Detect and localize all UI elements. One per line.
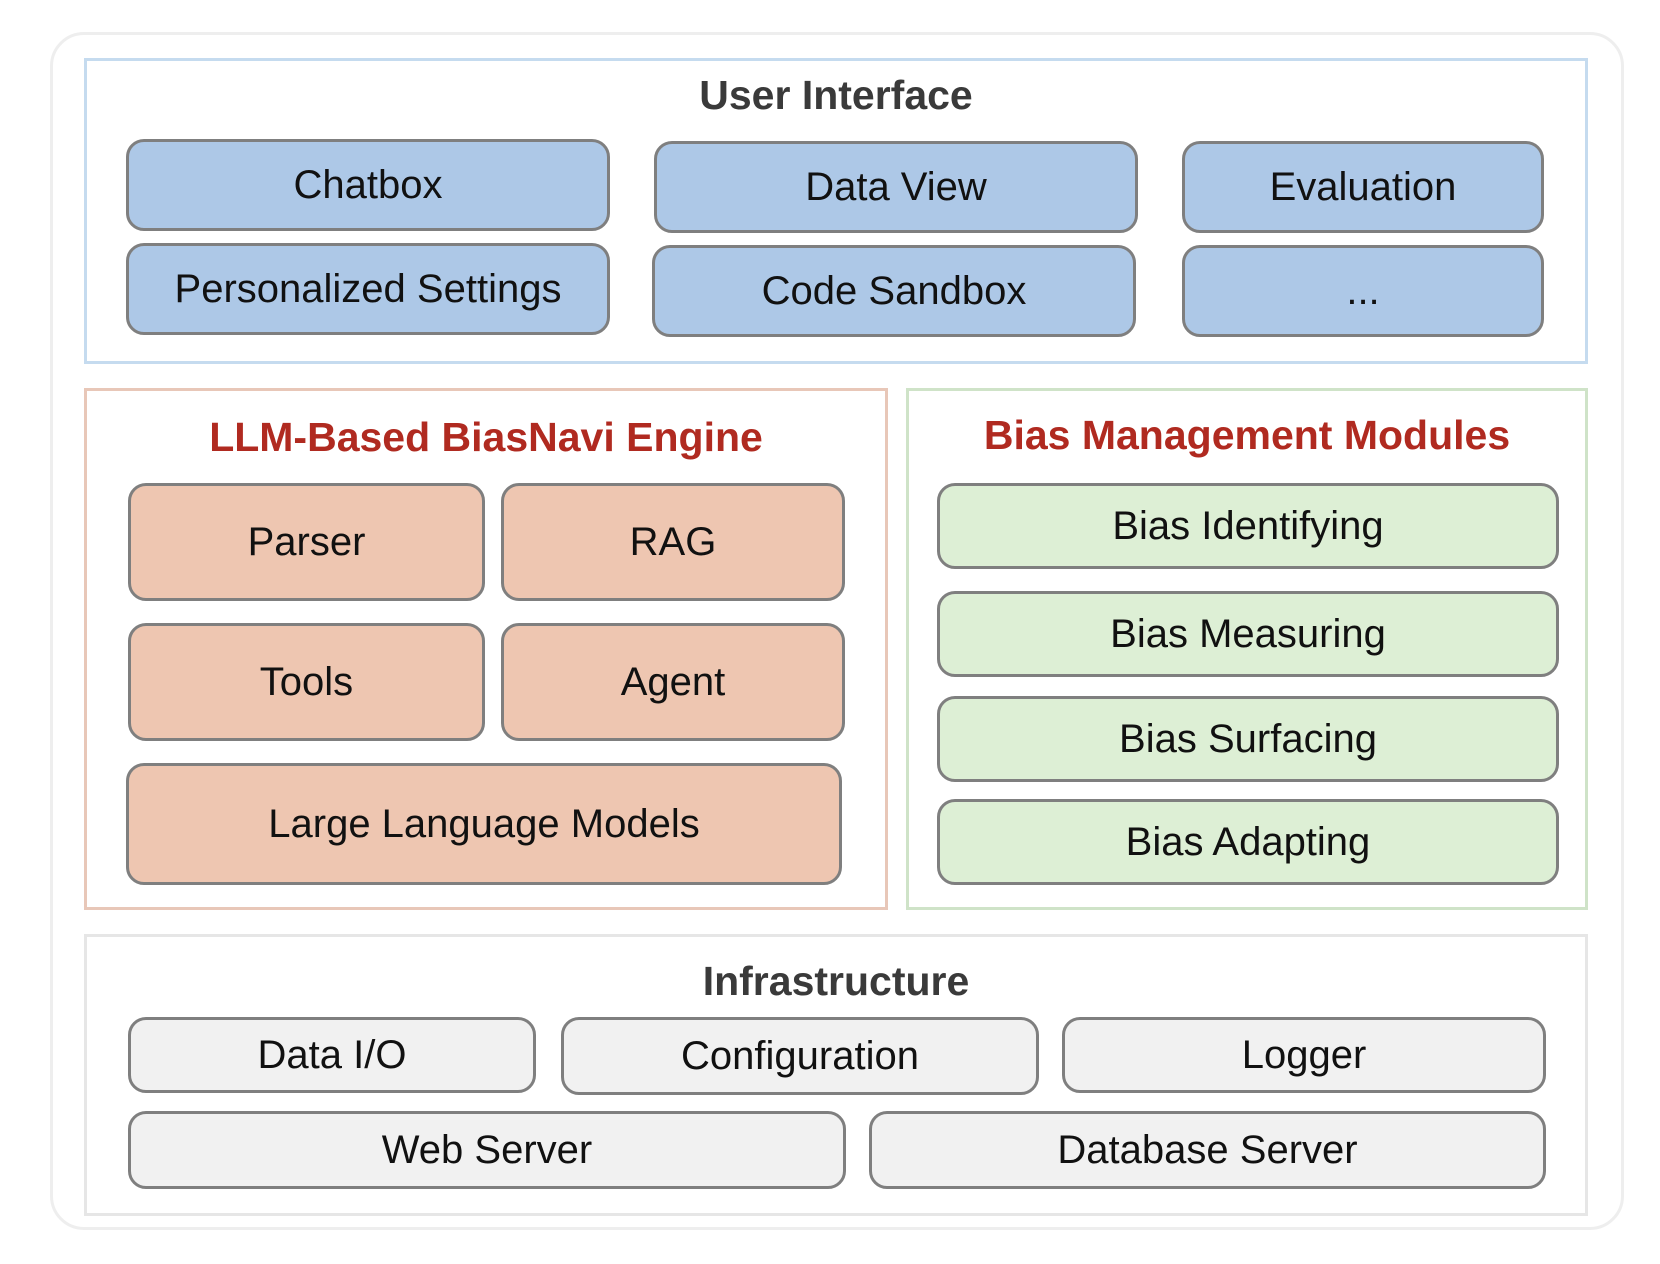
- configuration-box: Configuration: [561, 1017, 1039, 1095]
- rag-box: RAG: [501, 483, 845, 601]
- code-sandbox-box: Code Sandbox: [652, 245, 1136, 337]
- bias-modules-title: Bias Management Modules: [983, 412, 1511, 458]
- bias-identifying-box: Bias Identifying: [937, 483, 1559, 569]
- engine-title: LLM-Based BiasNavi Engine: [209, 414, 763, 460]
- logger-box: Logger: [1062, 1017, 1546, 1093]
- personalized-settings-box: Personalized Settings: [126, 243, 610, 335]
- parser-box: Parser: [128, 483, 485, 601]
- engine-panel: LLM-Based BiasNavi Engine Parser RAG Too…: [84, 388, 888, 910]
- bias-modules-panel: Bias Management Modules Bias Identifying…: [906, 388, 1588, 910]
- bias-measuring-box: Bias Measuring: [937, 591, 1559, 677]
- data-io-box: Data I/O: [128, 1017, 536, 1093]
- bias-surfacing-box: Bias Surfacing: [937, 696, 1559, 782]
- web-server-box: Web Server: [128, 1111, 846, 1189]
- bias-adapting-box: Bias Adapting: [937, 799, 1559, 885]
- infrastructure-panel: Infrastructure Data I/O Configuration Lo…: [84, 934, 1588, 1216]
- chatbox-box: Chatbox: [126, 139, 610, 231]
- agent-box: Agent: [501, 623, 845, 741]
- more-box: ...: [1182, 245, 1544, 337]
- evaluation-box: Evaluation: [1182, 141, 1544, 233]
- large-language-models-box: Large Language Models: [126, 763, 842, 885]
- tools-box: Tools: [128, 623, 485, 741]
- data-view-box: Data View: [654, 141, 1138, 233]
- infrastructure-title: Infrastructure: [702, 958, 970, 1004]
- user-interface-panel: User Interface Chatbox Data View Evaluat…: [84, 58, 1588, 364]
- user-interface-title: User Interface: [699, 72, 973, 118]
- database-server-box: Database Server: [869, 1111, 1546, 1189]
